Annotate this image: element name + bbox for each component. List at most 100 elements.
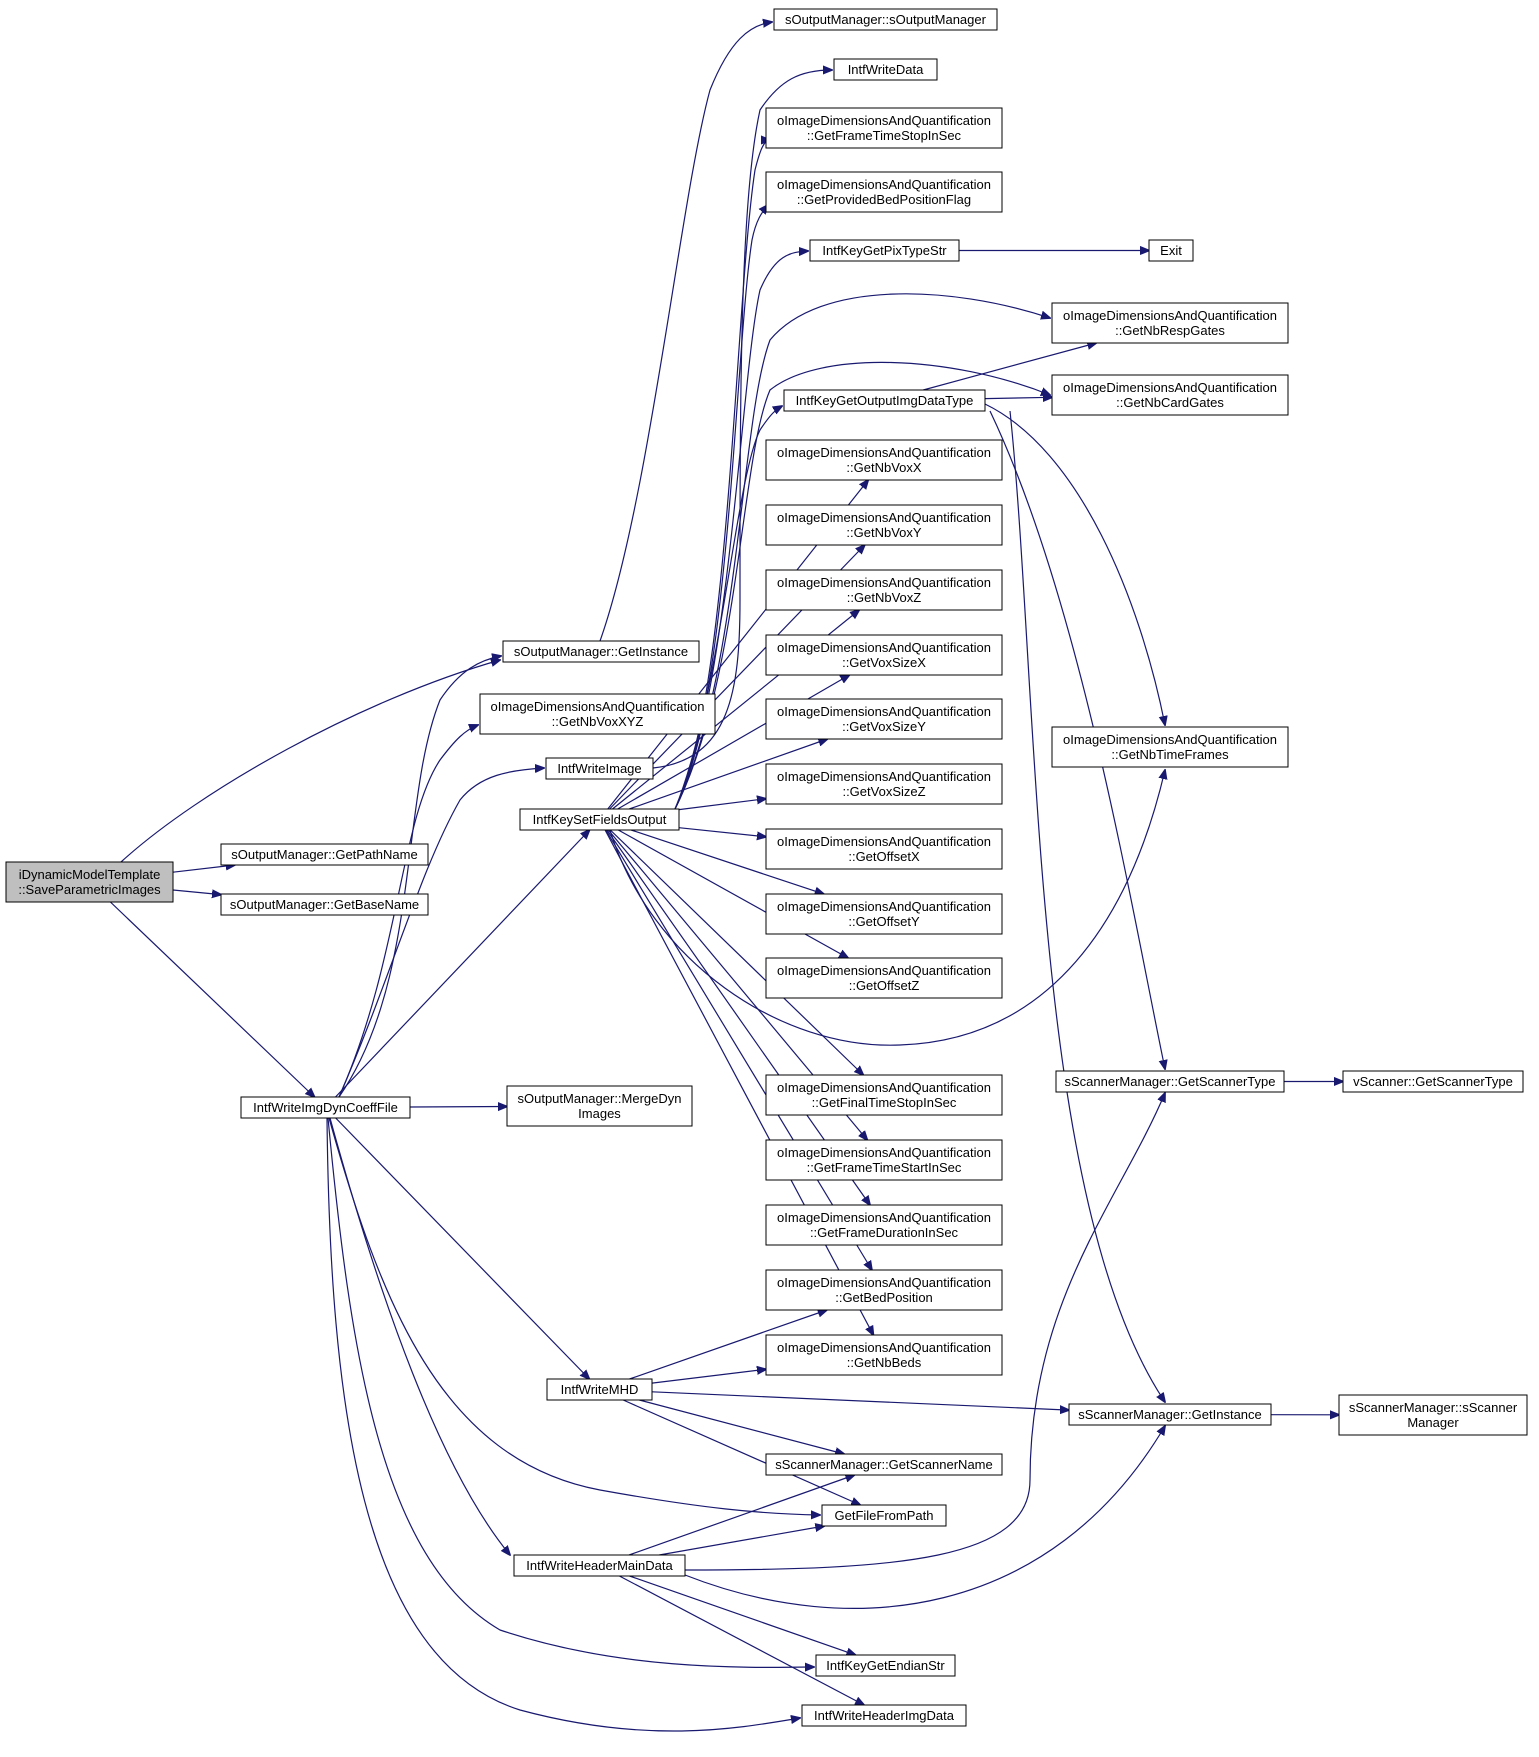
node-label: IntfKeyGetOutputImgDataType xyxy=(796,393,974,408)
edge-intfwriteheadermaindata-to-sm-getinstance xyxy=(684,1426,1165,1609)
node-getnbbeds[interactable]: oImageDimensionsAndQuantification::GetNb… xyxy=(765,1334,1003,1376)
edge-intfwritemhd-to-getfilefrompath xyxy=(622,1399,860,1505)
node-label: ::GetFrameDurationInSec xyxy=(810,1225,959,1240)
node-label: IntfKeyGetPixTypeStr xyxy=(822,243,947,258)
edge-intfwriteimgdyncoefffile-to-om-mergedyn xyxy=(409,1107,507,1108)
node-box xyxy=(765,504,1003,546)
edge-om-getinstance-to-om-ctor xyxy=(599,22,772,642)
edge-intfkeysetfieldsoutput-to-getfinaltimestop xyxy=(609,829,863,1075)
node-label: ::GetOffsetZ xyxy=(849,978,920,993)
node-getoffsety[interactable]: oImageDimensionsAndQuantification::GetOf… xyxy=(765,893,1003,935)
node-intfkeygetoutputimgdatatype[interactable]: IntfKeyGetOutputImgDataType xyxy=(783,389,986,412)
node-box xyxy=(502,640,700,663)
node-label: oImageDimensionsAndQuantification xyxy=(1063,308,1277,323)
edge-intfwritemhd-to-getbedposition xyxy=(629,1310,827,1380)
node-sm-getinstance[interactable]: sScannerManager::GetInstance xyxy=(1068,1403,1272,1426)
node-intfkeygetpixtypestr[interactable]: IntfKeyGetPixTypeStr xyxy=(809,239,960,262)
node-box xyxy=(765,439,1003,481)
node-box xyxy=(765,763,1003,805)
node-getbedposition[interactable]: oImageDimensionsAndQuantification::GetBe… xyxy=(765,1269,1003,1311)
node-vs-getscannertype[interactable]: vScanner::GetScannerType xyxy=(1342,1070,1524,1093)
node-intfwriteimgdyncoefffile[interactable]: IntfWriteImgDynCoeffFile xyxy=(240,1096,411,1119)
node-getnbcardgates[interactable]: oImageDimensionsAndQuantification::GetNb… xyxy=(1051,374,1289,416)
node-getnbrespgates[interactable]: oImageDimensionsAndQuantification::GetNb… xyxy=(1051,302,1289,344)
node-getnbtimeframes[interactable]: oImageDimensionsAndQuantification::GetNb… xyxy=(1051,726,1289,768)
node-label: ::GetNbVoxZ xyxy=(847,590,921,605)
edge-intfwriteimgdyncoefffile-to-om-getinstance xyxy=(338,656,501,1098)
node-box xyxy=(765,1453,1003,1476)
node-intfwriteheaderimgdata[interactable]: IntfWriteHeaderImgData xyxy=(801,1704,967,1727)
node-sm-getscannername[interactable]: sScannerManager::GetScannerName xyxy=(765,1453,1003,1476)
node-getfilefrompath[interactable]: GetFileFromPath xyxy=(821,1504,947,1527)
node-getnbvoxx[interactable]: oImageDimensionsAndQuantification::GetNb… xyxy=(765,439,1003,481)
node-box xyxy=(1051,374,1289,416)
node-label: oImageDimensionsAndQuantification xyxy=(777,177,991,192)
node-label: sScannerManager::GetScannerName xyxy=(775,1457,993,1472)
node-box xyxy=(506,1085,693,1127)
node-root[interactable]: iDynamicModelTemplate::SaveParametricIma… xyxy=(5,861,174,903)
node-box xyxy=(821,1504,947,1527)
node-intfkeysetfieldsoutput[interactable]: IntfKeySetFieldsOutput xyxy=(519,808,680,831)
node-label: IntfKeyGetEndianStr xyxy=(826,1658,945,1673)
node-label: oImageDimensionsAndQuantification xyxy=(777,510,991,525)
node-box xyxy=(1068,1403,1272,1426)
node-intfwriteimage[interactable]: IntfWriteImage xyxy=(545,757,654,780)
node-intfwritemhd[interactable]: IntfWriteMHD xyxy=(546,1378,653,1401)
node-label: IntfWriteData xyxy=(848,62,924,77)
node-intfkeygetendianstr[interactable]: IntfKeyGetEndianStr xyxy=(815,1654,956,1677)
node-label: oImageDimensionsAndQuantification xyxy=(777,1340,991,1355)
node-box xyxy=(765,893,1003,935)
edge-intfwritemhd-to-sm-getscannername xyxy=(639,1399,844,1454)
edge-intfwriteimgdyncoefffile-to-intfkeygetendianstr xyxy=(327,1117,814,1667)
node-box xyxy=(765,1204,1003,1246)
node-getframeduration[interactable]: oImageDimensionsAndQuantification::GetFr… xyxy=(765,1204,1003,1246)
node-label: ::GetNbBeds xyxy=(847,1355,922,1370)
node-om-getbasename[interactable]: sOutputManager::GetBaseName xyxy=(220,893,429,916)
node-label: Images xyxy=(578,1106,621,1121)
node-box xyxy=(545,757,654,780)
edge-intfwriteimgdyncoefffile-to-intfkeysetfieldsoutput xyxy=(335,830,590,1098)
node-om-getinstance[interactable]: sOutputManager::GetInstance xyxy=(502,640,700,663)
node-getoffsetz[interactable]: oImageDimensionsAndQuantification::GetOf… xyxy=(765,957,1003,999)
edge-intfwritemhd-to-sm-getinstance xyxy=(651,1391,1069,1410)
node-sm-getscannertype[interactable]: sScannerManager::GetScannerType xyxy=(1055,1070,1285,1093)
edge-intfwriteimgdyncoefffile-to-intfwriteheadermaindata xyxy=(329,1117,510,1555)
node-getprovidedbed[interactable]: oImageDimensionsAndQuantification::GetPr… xyxy=(765,171,1003,213)
edge-intfkeysetfieldsoutput-to-getoffsetz xyxy=(618,829,848,958)
edge-intfwriteimgdyncoefffile-to-intfwriteheaderimgdata xyxy=(326,1117,800,1732)
edge-root-to-intfwriteimgdyncoefffile xyxy=(109,901,314,1097)
node-getnbvoxy[interactable]: oImageDimensionsAndQuantification::GetNb… xyxy=(765,504,1003,546)
node-label: Manager xyxy=(1407,1415,1459,1430)
node-label: ::GetProvidedBedPositionFlag xyxy=(797,192,971,207)
node-getnbvoxz[interactable]: oImageDimensionsAndQuantification::GetNb… xyxy=(765,569,1003,611)
node-label: sScannerManager::GetInstance xyxy=(1078,1407,1262,1422)
node-exit[interactable]: Exit xyxy=(1148,239,1194,262)
node-label: ::GetNbVoxY xyxy=(846,525,921,540)
function-nodes: iDynamicModelTemplate::SaveParametricIma… xyxy=(5,8,1528,1727)
node-om-ctor[interactable]: sOutputManager::sOutputManager xyxy=(773,8,998,31)
node-label: oImageDimensionsAndQuantification xyxy=(777,1080,991,1095)
node-label: ::GetVoxSizeY xyxy=(842,719,926,734)
node-box xyxy=(546,1378,653,1401)
node-label: ::SaveParametricImages xyxy=(18,882,161,897)
node-intfwriteheadermaindata[interactable]: IntfWriteHeaderMainData xyxy=(513,1554,686,1577)
node-om-getpathname[interactable]: sOutputManager::GetPathName xyxy=(220,843,429,866)
node-intfwritedata[interactable]: IntfWriteData xyxy=(833,58,938,81)
node-getnbvoxxyz[interactable]: oImageDimensionsAndQuantification::GetNb… xyxy=(479,693,716,735)
edge-intfwritemhd-to-getnbbeds xyxy=(651,1369,766,1384)
node-getvoxsizez[interactable]: oImageDimensionsAndQuantification::GetVo… xyxy=(765,763,1003,805)
node-getframetimestart[interactable]: oImageDimensionsAndQuantification::GetFr… xyxy=(765,1139,1003,1181)
node-getfinaltimestop[interactable]: oImageDimensionsAndQuantification::GetFi… xyxy=(765,1074,1003,1116)
node-label: sOutputManager::GetInstance xyxy=(514,644,688,659)
node-getvoxsizey[interactable]: oImageDimensionsAndQuantification::GetVo… xyxy=(765,698,1003,740)
node-getvoxsizex[interactable]: oImageDimensionsAndQuantification::GetVo… xyxy=(765,634,1003,676)
node-box xyxy=(815,1654,956,1677)
node-box xyxy=(765,171,1003,213)
node-sm-ctor[interactable]: sScannerManager::sScannerManager xyxy=(1338,1394,1528,1436)
node-box xyxy=(1051,726,1289,768)
node-getframetimestop[interactable]: oImageDimensionsAndQuantification::GetFr… xyxy=(765,107,1003,149)
node-label: IntfWriteImage xyxy=(557,761,641,776)
node-getoffsetx[interactable]: oImageDimensionsAndQuantification::GetOf… xyxy=(765,828,1003,870)
node-label: ::GetNbRespGates xyxy=(1115,323,1225,338)
